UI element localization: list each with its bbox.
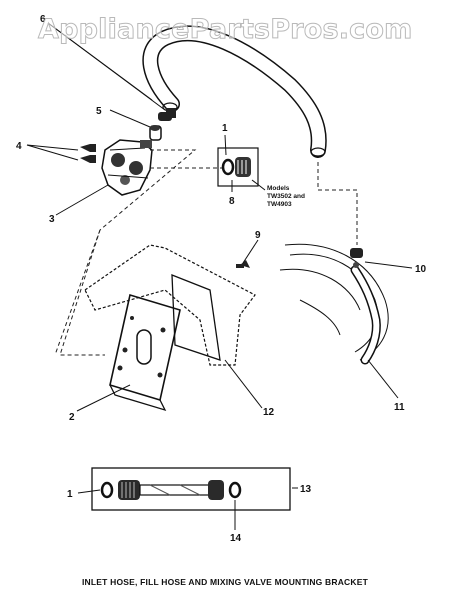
- callout-13: 13: [300, 484, 312, 495]
- callout-11: 11: [394, 402, 405, 413]
- screws: [80, 144, 96, 163]
- hose-clamp: [158, 112, 172, 121]
- callout-1-inlet: 1: [67, 489, 73, 500]
- callout-5: 5: [96, 106, 102, 117]
- leader-lines: [26, 22, 413, 530]
- watermark: AppliancePartsPros.com: [37, 14, 413, 46]
- callout-3: 3: [49, 214, 55, 225]
- fill-hose: [142, 25, 327, 158]
- inlet-hose-box: [91, 467, 291, 511]
- callout-6: 6: [40, 14, 46, 25]
- callout-8: 8: [229, 196, 235, 207]
- callout-1-inset: 1: [222, 123, 228, 134]
- callout-9: 9: [255, 230, 261, 241]
- callout-4: 4: [16, 141, 22, 152]
- callout-10: 10: [415, 264, 427, 275]
- callout-12: 12: [263, 407, 275, 418]
- mixing-valve: [101, 139, 153, 196]
- model-note-line2: TW3502 and: [267, 193, 305, 200]
- mounting-plate: [109, 293, 181, 412]
- callout-2: 2: [69, 412, 75, 423]
- elbow-fitting: [149, 125, 162, 141]
- mounting-bracket: [84, 244, 256, 366]
- diagram-caption: INLET HOSE, FILL HOSE AND MIXING VALVE M…: [82, 577, 368, 587]
- model-note: Models TW3502 and TW4903: [267, 185, 305, 208]
- tub-hose: [279, 243, 389, 365]
- inset-screen-box: [217, 147, 259, 187]
- model-note-line1: Models: [267, 185, 290, 192]
- model-note-line3: TW4903: [267, 201, 292, 208]
- bracket-screw: [236, 260, 250, 268]
- assembly-lines: [54, 149, 358, 356]
- callout-14: 14: [230, 533, 242, 544]
- callout-labels: 6 5 4 3 1 8 9 10 2 12 11 1 13 14: [16, 14, 427, 544]
